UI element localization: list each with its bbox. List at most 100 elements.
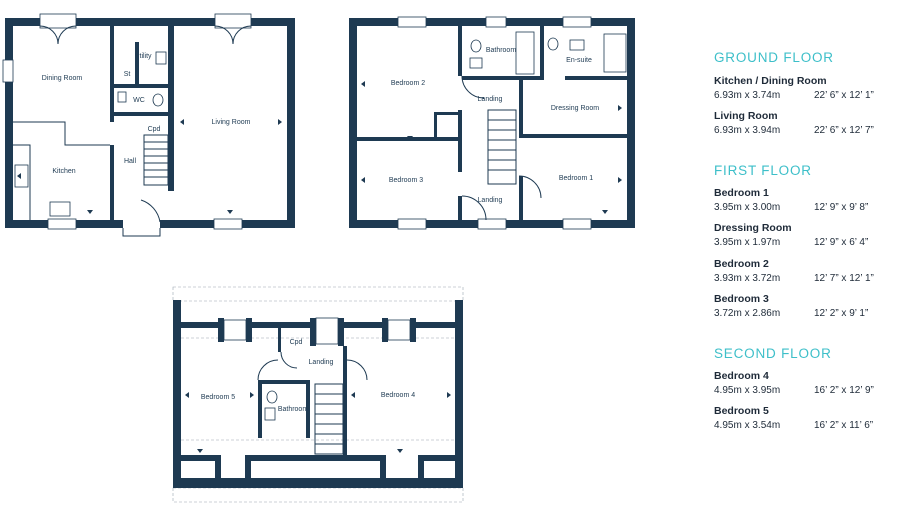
shower	[603, 33, 627, 73]
room-name: Dressing Room	[714, 222, 792, 234]
door-swing	[461, 75, 485, 99]
dimension-arrow	[602, 210, 608, 214]
room-imperial-size: 12’ 7” x 12’ 1”	[814, 273, 874, 284]
room-label-st: St	[124, 71, 131, 78]
room-name: Bedroom 2	[714, 258, 769, 270]
first-floor-heading: FIRST FLOOR	[714, 163, 812, 178]
staircase	[143, 134, 169, 186]
room-label-bedroom4: Bedroom 4	[381, 392, 415, 399]
wall	[418, 455, 455, 461]
toilet	[152, 93, 164, 107]
room-label-bathroom: Bathroom	[486, 47, 517, 54]
dimension-arrow	[250, 392, 254, 398]
dimension-arrow	[397, 449, 403, 453]
staircase	[487, 109, 517, 185]
room-label-cpd: Cpd	[148, 126, 161, 133]
wall	[565, 76, 627, 80]
room-label-ensuite: En-suite	[566, 57, 592, 64]
basin	[469, 57, 483, 69]
room-label-dining: Dining Room	[42, 75, 83, 82]
basin	[569, 39, 585, 51]
window	[562, 218, 592, 230]
wall	[434, 112, 458, 115]
dimension-arrow	[351, 392, 355, 398]
garden-door	[39, 13, 77, 29]
wall	[627, 18, 635, 228]
wall	[458, 196, 462, 220]
wall	[519, 176, 523, 220]
wall	[343, 346, 347, 456]
wall	[278, 328, 281, 352]
room-label-dressing: Dressing Room	[551, 105, 599, 112]
dimension-arrow	[447, 392, 451, 398]
basin	[117, 91, 127, 103]
room-imperial-size: 12’ 2” x 9’ 1”	[814, 308, 869, 319]
dimension-arrow	[185, 392, 189, 398]
wall	[110, 145, 114, 225]
wall	[5, 18, 295, 26]
room-label-bedroom1: Bedroom 1	[559, 175, 593, 182]
window	[562, 16, 592, 28]
wall	[218, 318, 224, 342]
dimension-arrow	[87, 210, 93, 214]
door-swing	[214, 25, 252, 45]
toilet	[547, 37, 559, 51]
room-label-bedroom3: Bedroom 3	[389, 177, 423, 184]
bath	[515, 31, 535, 75]
wall	[168, 26, 174, 191]
room-metric-size: 4.95m x 3.54m	[714, 420, 781, 431]
wall	[262, 380, 310, 384]
room-label-wc: WC	[133, 97, 145, 104]
wall	[246, 318, 252, 342]
wall	[215, 455, 221, 488]
wall	[349, 18, 357, 228]
wall	[462, 76, 542, 80]
dimension-arrow	[618, 177, 622, 183]
room-name: Bedroom 4	[714, 370, 769, 382]
window	[397, 218, 427, 230]
door-swing	[346, 359, 368, 381]
toilet	[470, 39, 482, 53]
eaves-line	[172, 487, 464, 503]
front-door-swing	[122, 199, 161, 237]
dimension-arrow	[361, 81, 365, 87]
wall	[357, 137, 461, 141]
room-metric-size: 4.95m x 3.95m	[714, 385, 781, 396]
wall	[382, 318, 388, 342]
wall	[380, 455, 386, 488]
wall	[338, 318, 344, 346]
room-label-landing-bottom: Landing	[478, 197, 503, 204]
wall	[458, 26, 462, 76]
staircase	[314, 383, 344, 455]
room-label-landing: Landing	[309, 359, 334, 366]
wall	[181, 478, 463, 488]
wall	[114, 112, 170, 116]
wall	[519, 134, 627, 138]
toilet	[266, 390, 278, 404]
ground-floor-heading: GROUND FLOOR	[714, 50, 834, 65]
wall	[258, 380, 262, 438]
door-swing	[461, 195, 487, 221]
room-metric-size: 3.93m x 3.72m	[714, 273, 781, 284]
wall	[245, 455, 251, 488]
wall	[287, 18, 295, 228]
room-label-landing-top: Landing	[478, 96, 503, 103]
room-metric-size: 6.93m x 3.74m	[714, 90, 781, 101]
wall	[114, 84, 170, 88]
window	[477, 218, 507, 230]
sink	[49, 201, 71, 217]
second-floor-plan: Cpd Landing Bedroom 5 Bathroom Bedroom 4	[172, 286, 464, 503]
wall	[245, 455, 385, 461]
eaves-line	[172, 286, 464, 302]
wall	[418, 455, 424, 488]
room-imperial-size: 12’ 9” x 6’ 4”	[814, 237, 869, 248]
kitchen-counter	[13, 121, 110, 220]
dormer-window	[315, 317, 339, 345]
room-imperial-size: 22’ 6” x 12’ 1”	[814, 90, 874, 101]
wall	[455, 300, 463, 488]
wall	[110, 26, 114, 122]
wall	[410, 318, 416, 342]
wall	[458, 110, 462, 172]
basin	[264, 407, 276, 421]
